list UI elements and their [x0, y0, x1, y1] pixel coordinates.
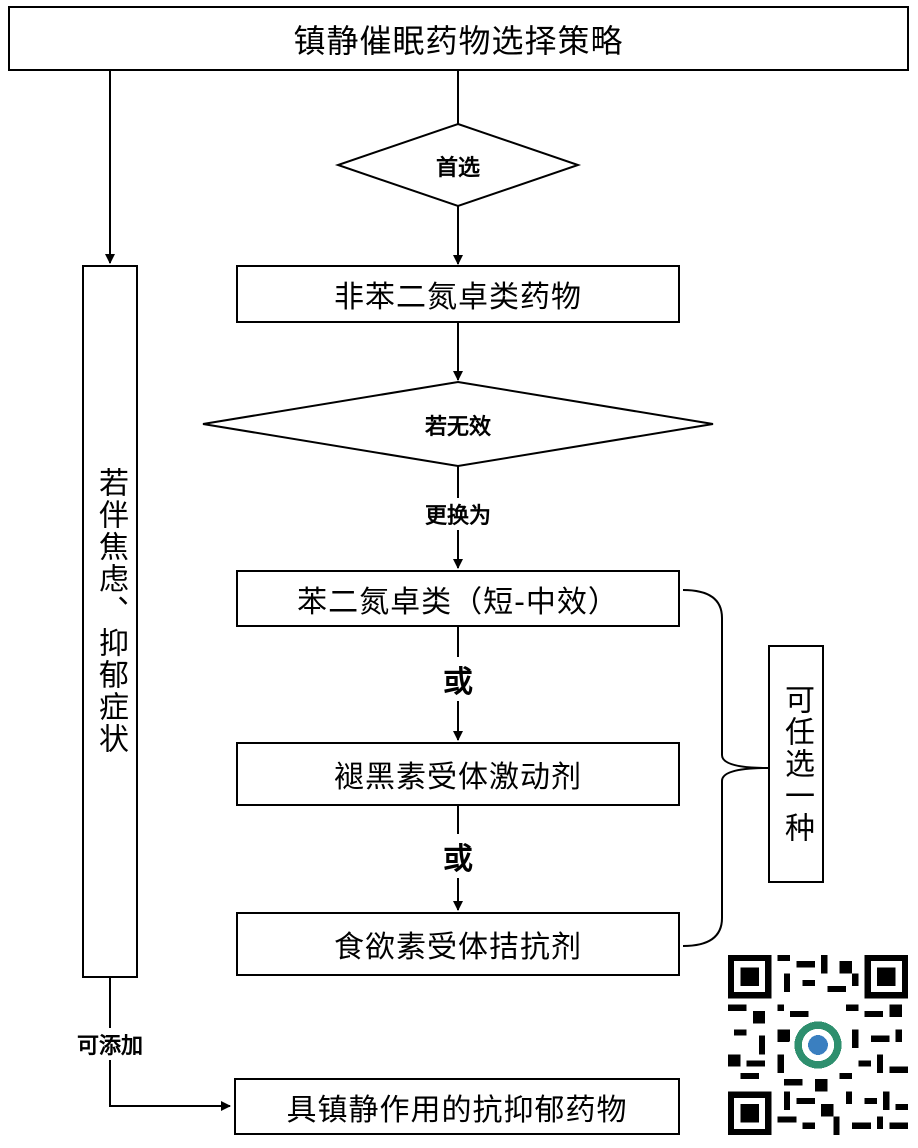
title-box: 镇静催眠药物选择策略	[8, 6, 909, 71]
switch-to-label: 更换为	[424, 498, 492, 530]
decision-first-diamond	[334, 122, 582, 208]
anxiety-depression-label: 若伴焦虑、抑郁症状	[93, 467, 128, 755]
may-add-label: 可添加	[76, 1028, 144, 1060]
non-benzodiazepine-label: 非苯二氮卓类药物	[334, 280, 582, 315]
non-benzodiazepine-box: 非苯二氮卓类药物	[236, 265, 680, 323]
choose-one-label: 可任选一种	[779, 684, 814, 844]
melatonin-agonist-box: 褪黑素受体激动剂	[236, 742, 680, 806]
decision-ineffective-diamond	[202, 380, 714, 468]
sedative-antidepressant-label: 具镇静作用的抗抑郁药物	[286, 1092, 628, 1128]
choose-one-box: 可任选一种	[768, 645, 824, 883]
or-label-2: 或	[443, 834, 473, 878]
or-label-1: 或	[443, 657, 473, 701]
choose-one-brace	[682, 589, 769, 947]
benzodiazepine-label: 苯二氮卓类（短-中效）	[297, 584, 619, 620]
page-title: 镇静催眠药物选择策略	[293, 21, 624, 60]
decision-first-label: 首选	[435, 155, 481, 181]
connector-side-to-antidepressant	[109, 977, 231, 1111]
melatonin-agonist-label: 褪黑素受体激动剂	[334, 760, 582, 795]
qr-code-image	[728, 955, 908, 1135]
orexin-antagonist-label: 食欲素受体拮抗剂	[334, 930, 582, 965]
sedative-antidepressant-box: 具镇静作用的抗抑郁药物	[234, 1078, 680, 1135]
decision-ineffective-label: 若无效	[424, 414, 492, 440]
benzodiazepine-box: 苯二氮卓类（短-中效）	[236, 570, 680, 627]
anxiety-depression-box: 若伴焦虑、抑郁症状	[82, 265, 138, 978]
orexin-antagonist-box: 食欲素受体拮抗剂	[236, 912, 680, 976]
